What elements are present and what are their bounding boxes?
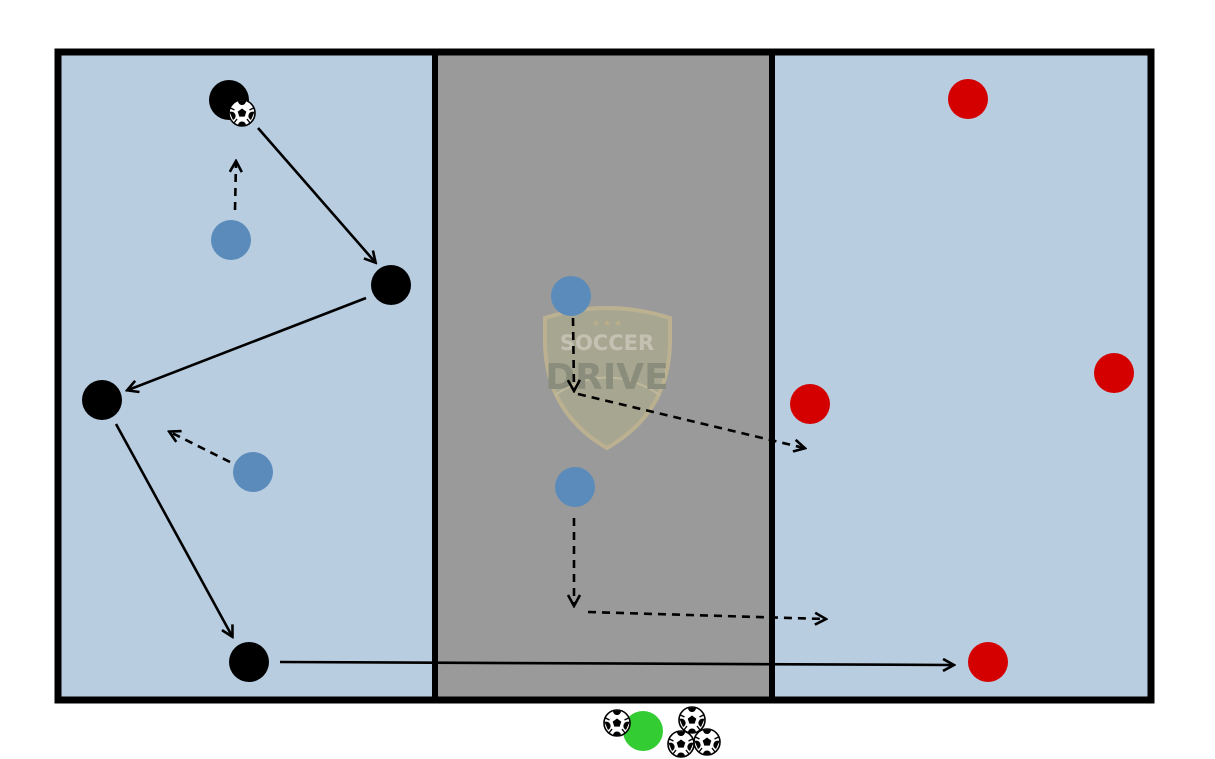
- support-player: [211, 220, 251, 260]
- logo-stars: ★ ★ ★: [592, 319, 622, 329]
- pass-arrow-3: [114, 423, 232, 636]
- run-arrow-4: [577, 392, 804, 448]
- soccer-ball-icon: [693, 728, 721, 756]
- attacker-player: [229, 642, 269, 682]
- attacker-player: [82, 380, 122, 420]
- defender-player: [1094, 353, 1134, 393]
- run-arrow-6: [587, 610, 825, 619]
- run-arrow-2: [170, 432, 231, 464]
- soccer-ball-icon: [603, 709, 631, 737]
- defender-player: [948, 79, 988, 119]
- pass-arrow-4: [279, 662, 953, 665]
- support-player: [233, 452, 273, 492]
- soccer-drive-logo: ★ ★ ★ SOCCER DRIVE: [543, 306, 672, 451]
- coach-player: [623, 711, 663, 751]
- logo-line1: SOCCER: [560, 331, 654, 355]
- attacker-player: [371, 265, 411, 305]
- soccer-ball-icon: [667, 730, 695, 758]
- pass-arrow-2: [128, 296, 367, 390]
- field-border: [54, 48, 1155, 704]
- run-arrow-3: [573, 317, 574, 390]
- logo-line2: DRIVE: [545, 357, 668, 398]
- support-player: [555, 467, 595, 507]
- pass-arrow-1: [257, 127, 375, 262]
- left-zone: [58, 52, 435, 700]
- defender-player: [790, 384, 830, 424]
- soccer-ball-icon: [678, 706, 706, 734]
- soccer-ball-icon: [228, 99, 256, 127]
- defender-player: [968, 642, 1008, 682]
- support-player: [551, 276, 591, 316]
- right-zone: [772, 52, 1151, 700]
